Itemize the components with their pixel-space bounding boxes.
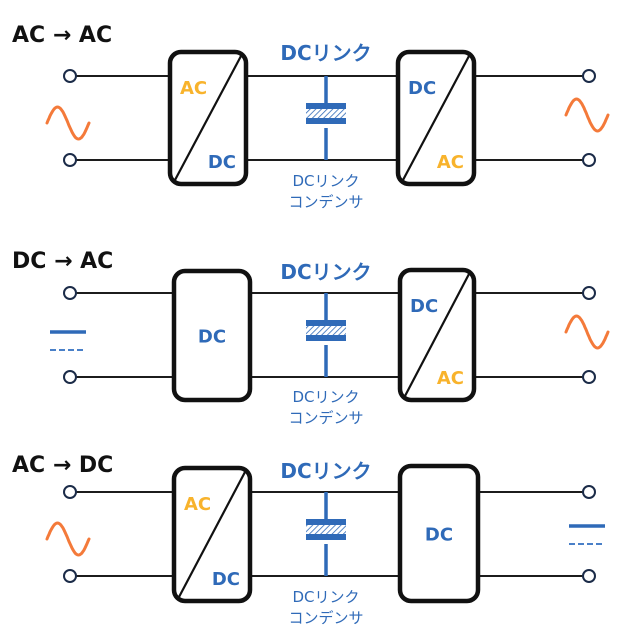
converter-2-box: [397, 463, 481, 604]
converter-1-top-label: AC: [180, 78, 207, 99]
output-terminal-icon: [582, 370, 596, 384]
input-terminal-icon: [63, 569, 77, 583]
dc-link-capacitor: [306, 293, 346, 377]
input-terminal-icon: [63, 485, 77, 499]
capacitor-label-line1: DCリンク: [292, 172, 359, 190]
capacitor-label-line2: コンデンサ: [288, 193, 363, 211]
dc-link-capacitor: [306, 76, 346, 160]
capacitor-plate: [306, 320, 346, 326]
capacitor-plate: [306, 103, 346, 109]
dc-link-label: DCリンク: [280, 260, 371, 284]
capacitor-dielectric: [306, 109, 346, 118]
dc-link-label: DCリンク: [280, 459, 371, 483]
capacitor-plate: [306, 519, 346, 525]
output-sine-wave-icon: [564, 314, 610, 350]
converter-1-divider: [174, 55, 242, 181]
converter-2-bottom-label: AC: [437, 152, 464, 173]
converter-1: AC DC: [171, 465, 253, 604]
converter-1-label: DC: [198, 327, 226, 348]
output-terminal-icon: [582, 569, 596, 583]
converter-2-bottom-label: AC: [437, 368, 464, 389]
input-terminal-icon: [63, 69, 77, 83]
output-terminal-icon: [582, 485, 596, 499]
converter-1-bottom-label: DC: [212, 569, 240, 590]
converter-2: DC: [397, 463, 481, 604]
capacitor-dielectric: [306, 326, 346, 335]
converter-1: AC DC: [167, 49, 249, 187]
dc-link-label: DCリンク: [280, 41, 371, 65]
row-title: DC → AC: [12, 249, 113, 274]
converter-2-label: DC: [425, 525, 453, 546]
input-terminal-icon: [63, 370, 77, 384]
converter-1-bottom-label: DC: [208, 152, 236, 173]
row-title: AC → AC: [12, 23, 112, 48]
converter-1-box: [171, 268, 253, 403]
input-terminal-icon: [63, 286, 77, 300]
input-dc-symbol-icon: [50, 330, 86, 351]
capacitor-plate: [306, 118, 346, 124]
input-sine-wave-icon: [45, 521, 91, 557]
output-sine-wave-icon: [564, 97, 610, 133]
input-terminal-icon: [63, 153, 77, 167]
capacitor-dielectric: [306, 525, 346, 534]
converter-2: DC AC: [395, 49, 477, 187]
row-title: AC → DC: [12, 453, 113, 478]
output-terminal-icon: [582, 69, 596, 83]
converter-2-top-label: DC: [410, 296, 438, 317]
output-dc-symbol-icon: [569, 524, 605, 545]
capacitor-label-line2: コンデンサ: [288, 609, 363, 627]
converter-2: DC AC: [397, 267, 477, 403]
capacitor-plate: [306, 534, 346, 540]
input-sine-wave-icon: [45, 105, 91, 141]
converter-2-divider: [402, 55, 470, 181]
capacitor-plate: [306, 335, 346, 341]
converter-1: DC: [171, 268, 253, 403]
output-terminal-icon: [582, 153, 596, 167]
converter-1-top-label: AC: [184, 494, 211, 515]
converter-2-top-label: DC: [408, 78, 436, 99]
converter-1-divider: [178, 471, 246, 598]
output-terminal-icon: [582, 286, 596, 300]
dc-link-capacitor: [306, 492, 346, 576]
capacitor-label-line2: コンデンサ: [288, 409, 363, 427]
capacitor-label-line1: DCリンク: [292, 588, 359, 606]
capacitor-label-line1: DCリンク: [292, 388, 359, 406]
converter-2-divider: [404, 273, 470, 397]
